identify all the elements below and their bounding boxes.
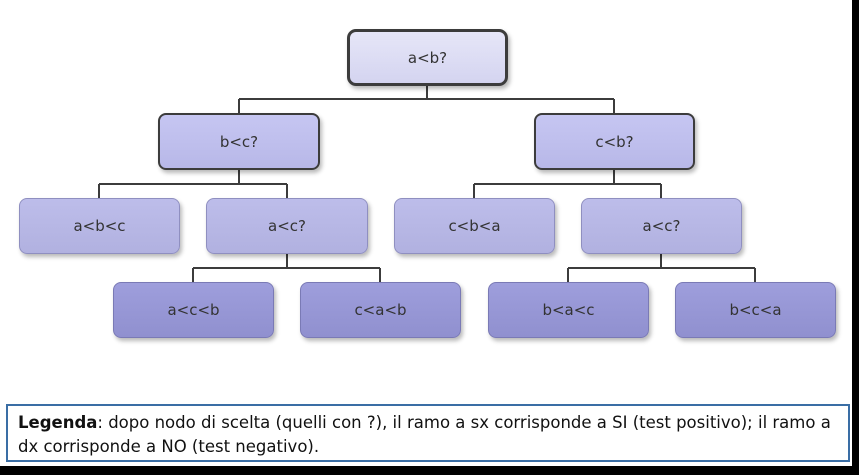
node-right-decision: a<c? [581,198,742,254]
node-root: a<b? [347,29,508,86]
legend-text: : dopo nodo di scelta (quelli con ?), il… [18,413,831,456]
node-right: c<b? [534,113,695,170]
node-ll-yes: a<c<b [113,282,274,338]
frame-right-edge [852,0,859,475]
node-rr-yes: b<a<c [488,282,649,338]
node-left-decision: a<c? [206,198,368,254]
node-left-leaf: a<b<c [19,198,180,254]
node-right-leaf: c<b<a [394,198,555,254]
node-rr-no: b<c<a [675,282,836,338]
node-left: b<c? [158,113,320,170]
node-ll-no: c<a<b [300,282,461,338]
legend-box: Legenda: dopo nodo di scelta (quelli con… [6,404,850,462]
frame-bottom-edge [0,466,859,475]
legend-title: Legenda [18,413,98,432]
